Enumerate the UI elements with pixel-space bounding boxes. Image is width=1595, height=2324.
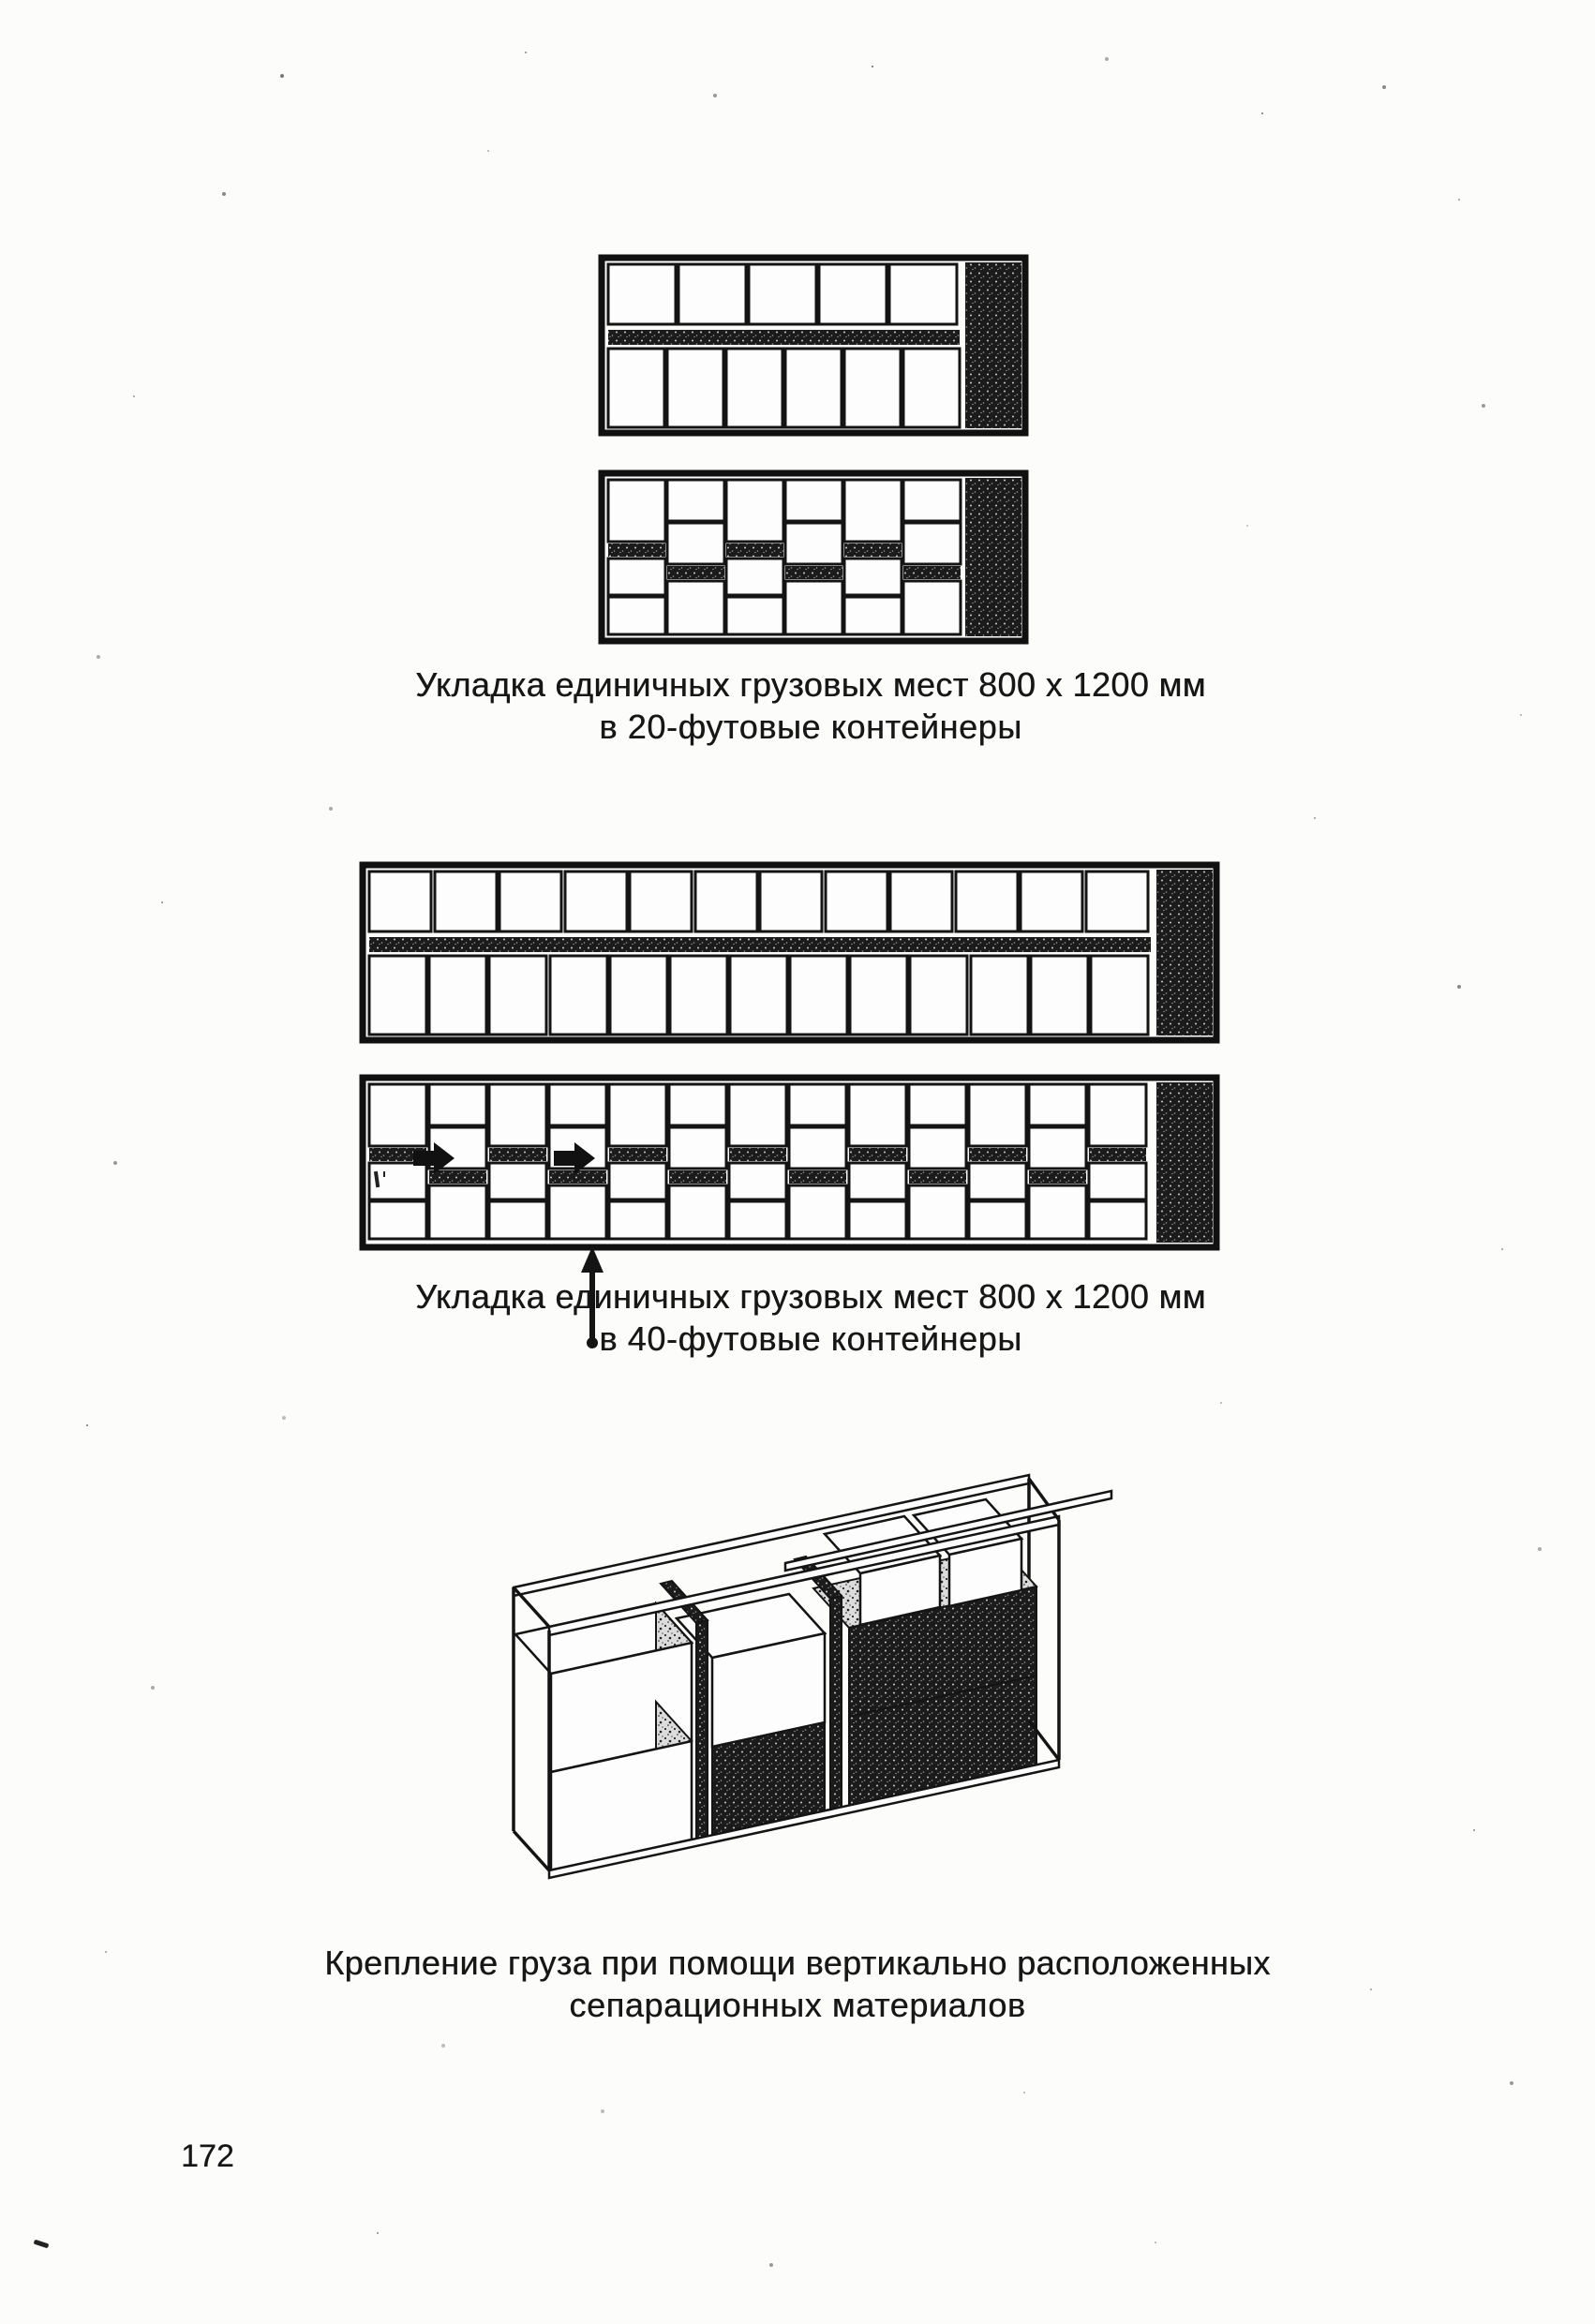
caption-20ft: Укладка единичных грузовых мест 800 х 12… xyxy=(13,663,1595,748)
separation-strip xyxy=(608,330,960,345)
cargo-top-row xyxy=(606,262,959,326)
caption-securing: Крепление груза при помощи вертикально р… xyxy=(0,1942,1595,2026)
scan-mark-dash xyxy=(33,2239,50,2249)
cargo-left-stack xyxy=(513,1601,694,1872)
caption-40ft: Укладка единичных грузовых мест 800 х 12… xyxy=(13,1275,1595,1360)
container-front-frame xyxy=(512,1477,1061,1880)
container-outline xyxy=(359,861,1220,1044)
pointer-arrow-up xyxy=(578,1244,606,1349)
caption-40ft-line1: Укладка единичных грузовых мест 800 х 12… xyxy=(415,1277,1206,1316)
dunnage-end-block xyxy=(1156,870,1213,1035)
strip-pointer-arrows xyxy=(413,1142,595,1174)
separation-strip xyxy=(369,937,1151,952)
figure-20ft-loading-scheme-1 xyxy=(598,254,1029,437)
container-outline xyxy=(598,469,1029,645)
container-plan-20ft-1 xyxy=(598,254,1029,437)
figure-20ft-loading-scheme-2 xyxy=(598,469,1029,645)
dunnage-end-block xyxy=(965,478,1021,636)
container-outline xyxy=(359,1074,1220,1251)
container-plan-40ft-1 xyxy=(359,861,1220,1044)
top-plank xyxy=(783,1489,1113,1572)
dunnage-end-block xyxy=(1156,1082,1213,1243)
cargo-bottom-row xyxy=(367,954,1150,1036)
dunnage-end-block xyxy=(965,262,1021,428)
cargo-middle-group xyxy=(674,1592,827,1838)
caption-20ft-line2: в 20-футовые контейнеры xyxy=(599,708,1022,746)
interlocked-cargo-pattern xyxy=(606,478,962,636)
caption-40ft-line2: в 40-футовые контейнеры xyxy=(599,1319,1022,1358)
caption-securing-line2: сепарационных материалов xyxy=(569,1986,1026,2024)
caption-securing-line1: Крепление груза при помощи вертикально р… xyxy=(324,1944,1271,1982)
interlocked-cargo-pattern xyxy=(367,1082,1148,1241)
page-number: 172 xyxy=(181,2138,234,2174)
scan-noise xyxy=(0,0,2,2)
container-outline xyxy=(598,254,1029,437)
figure-40ft-loading-scheme-1 xyxy=(359,861,1220,1044)
container-plan-40ft-2 xyxy=(359,1074,1220,1251)
caption-20ft-line1: Укладка единичных грузовых мест 800 х 12… xyxy=(415,665,1206,704)
figure-cargo-securing-3d xyxy=(504,1454,1113,1918)
figure-40ft-loading-scheme-2 xyxy=(359,1074,1220,1251)
container-3d-drawing xyxy=(512,1473,1113,1880)
cargo-right-group xyxy=(812,1497,1038,1808)
cargo-top-row xyxy=(367,870,1150,933)
scan-marks xyxy=(373,1170,385,1188)
container-plan-20ft-2 xyxy=(598,469,1029,645)
cargo-bottom-row xyxy=(606,347,961,429)
